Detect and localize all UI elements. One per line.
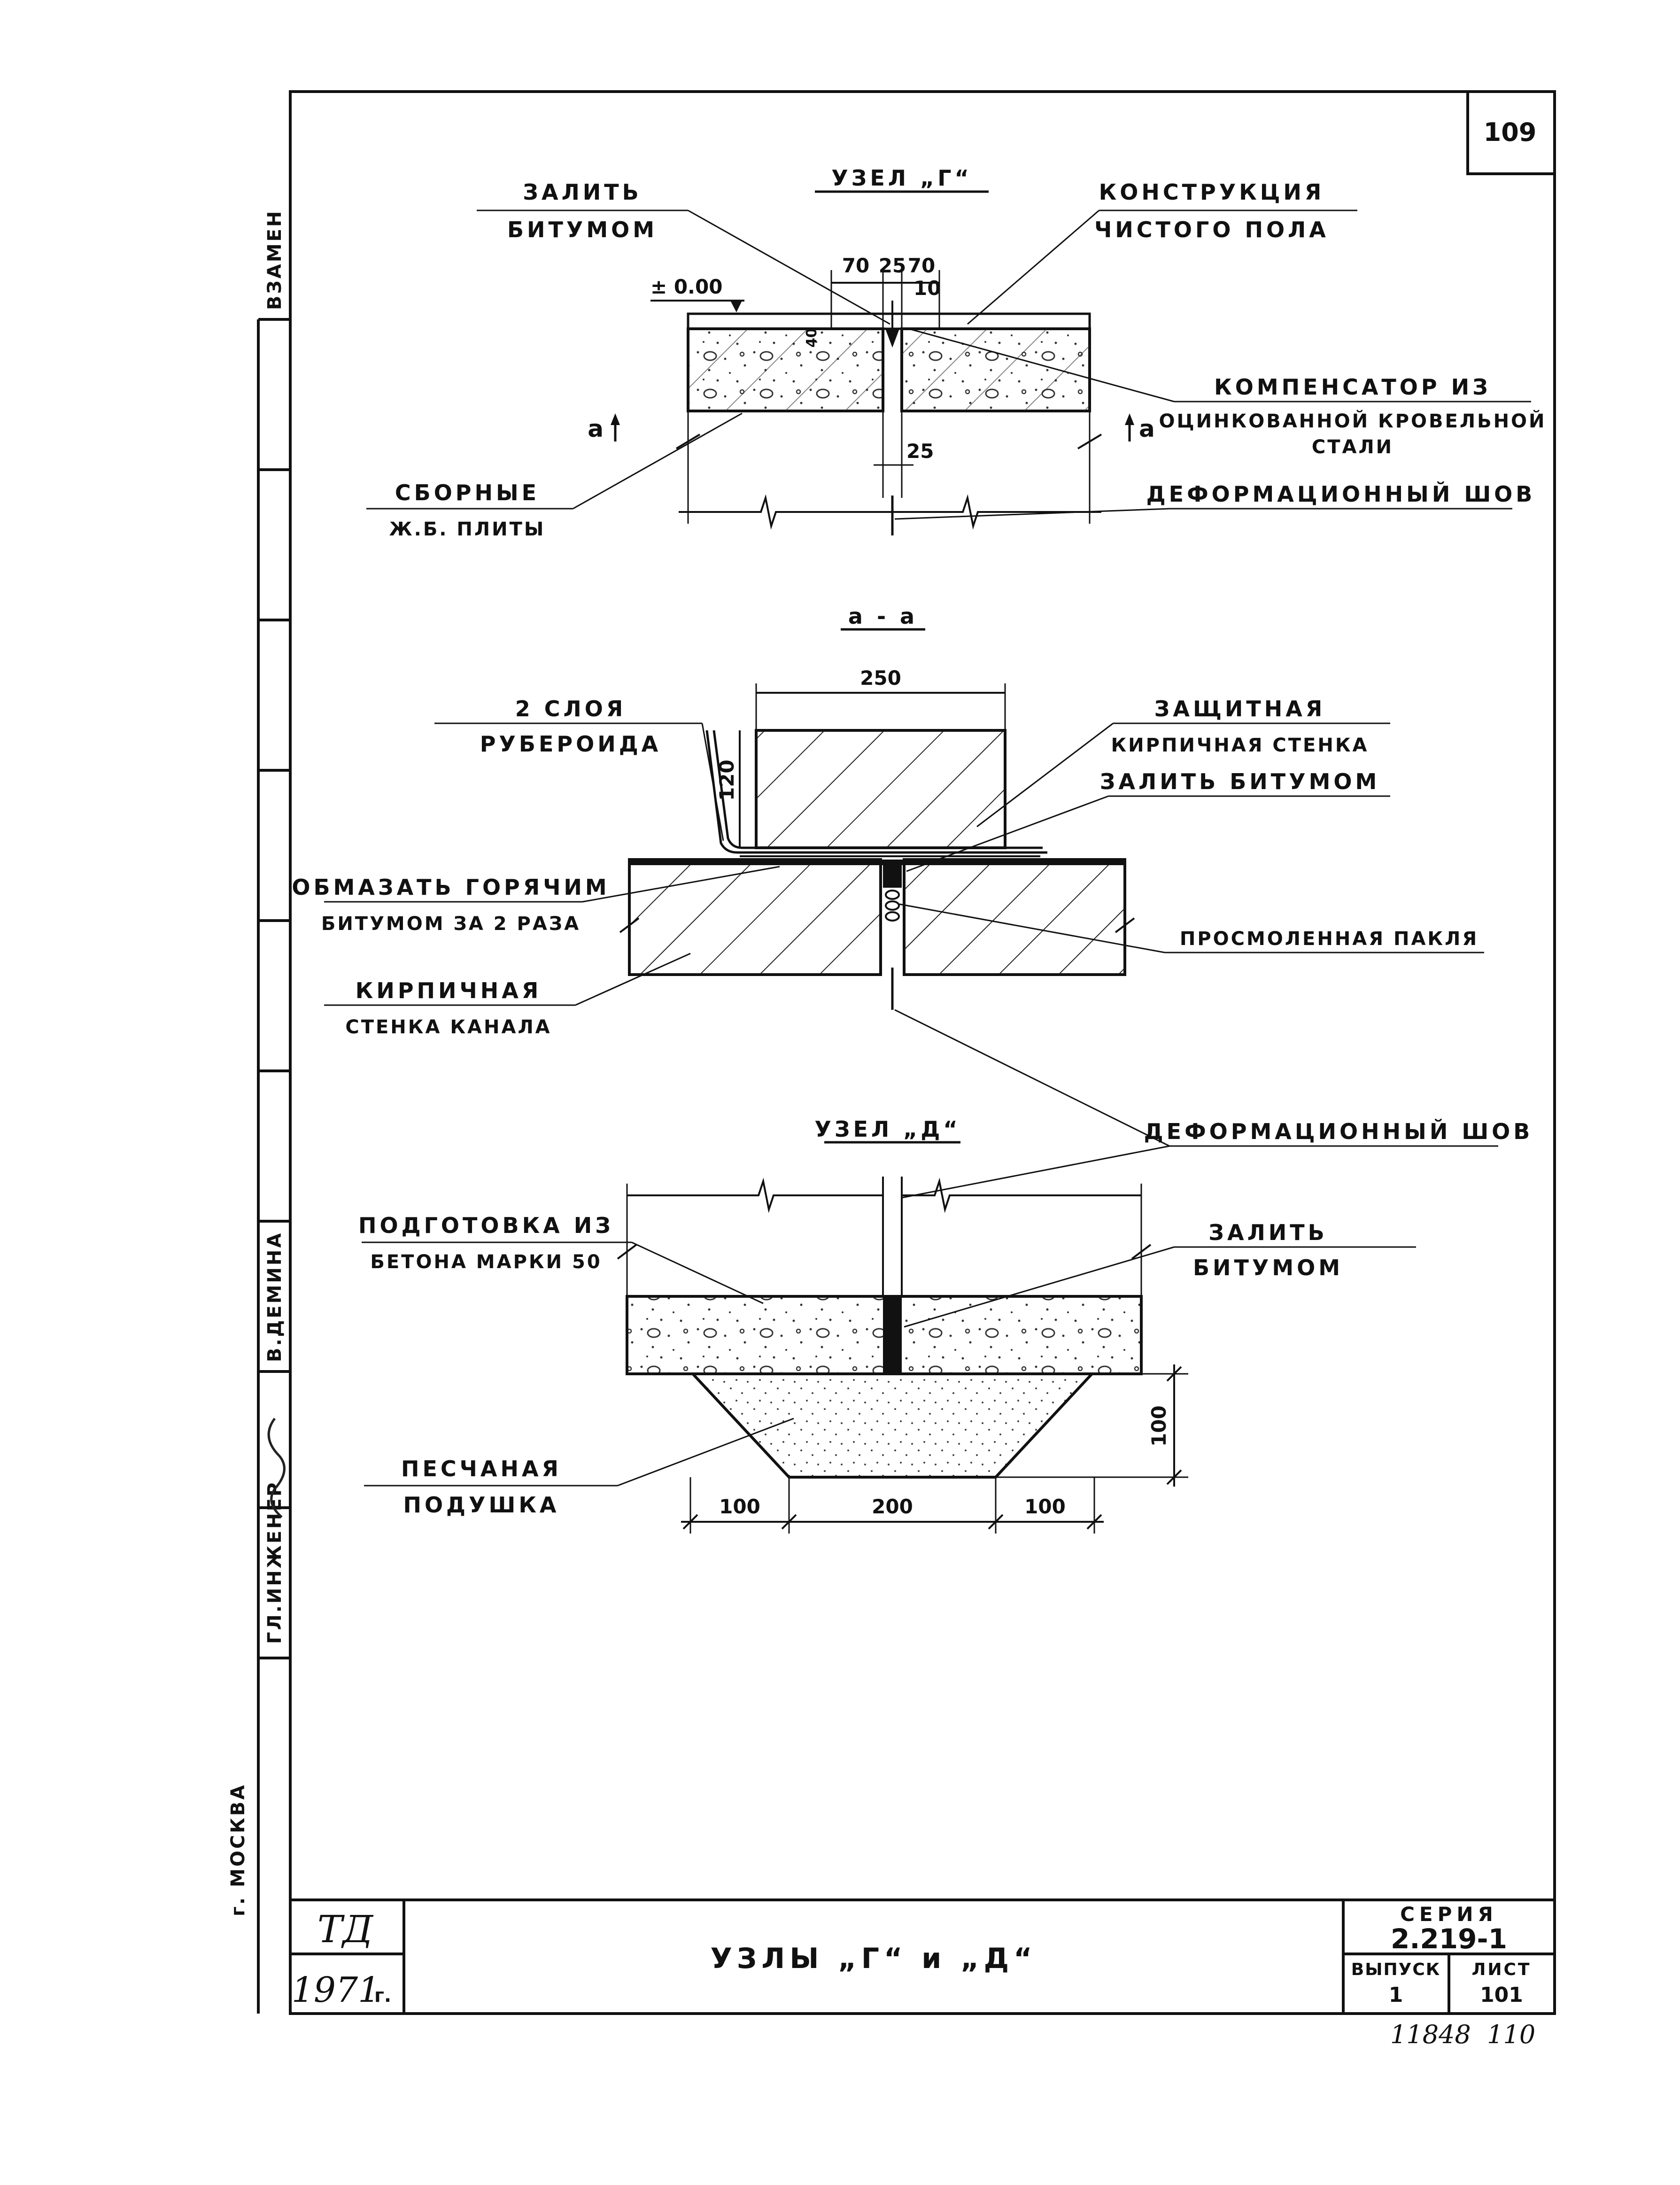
year-suffix: г. — [374, 1985, 391, 2007]
bitumen-fill — [885, 329, 899, 348]
label-comp-2: ОЦИНКОВАННОЙ КРОВЕЛЬНОЙ — [1159, 410, 1546, 432]
node-g: УЗЕЛ „Г“ ± 0.00 70 25 70 10 40 25 — [366, 165, 1546, 540]
label-bitumen: ЗАЛИТЬ БИТУМОМ — [1100, 769, 1380, 794]
side-label-role: ГЛ.ИНЖЕНЕР — [264, 1481, 286, 1644]
dim-70-left: 70 — [842, 254, 869, 277]
dim-40: 40 — [804, 328, 820, 348]
label-coat-2: БИТУМОМ ЗА 2 РАЗА — [321, 913, 581, 935]
label-wall-1: ЗАЩИТНАЯ — [1154, 696, 1326, 721]
resin-tow — [885, 890, 900, 922]
node-d: УЗЕЛ „Д“ 100 200 100 100 — [358, 1116, 1416, 1534]
issue-label: ВЫПУСК — [1351, 1960, 1440, 1979]
section-mark-left: а — [588, 415, 604, 442]
section-mark-right: а — [1139, 415, 1155, 442]
dim-25-bottom: 25 — [906, 440, 934, 463]
label-fill-2: БИТУМОМ — [507, 217, 658, 242]
side-label-city: г. МОСКВА — [227, 1783, 249, 1916]
label-slabs-1: СБОРНЫЕ — [395, 480, 540, 505]
label-wall-2: КИРПИЧНАЯ СТЕНКА — [1111, 735, 1369, 756]
sheet-label: ЛИСТ — [1471, 1960, 1531, 1979]
org-mark: ТД — [317, 1907, 374, 1951]
side-label-replaces: ВЗАМЕН — [264, 209, 286, 310]
label-brick-2: СТЕНКА КАНАЛА — [345, 1016, 551, 1038]
label-slabs-2: Ж.Б. ПЛИТЫ — [389, 519, 546, 540]
protective-brick-wall — [755, 729, 1006, 849]
roofing-layers — [705, 730, 1047, 854]
label-joint-d: ДЕФОРМАЦИОННЫЙ ШОВ — [1144, 1119, 1533, 1144]
label-fill-2-d: БИТУМОМ — [1193, 1255, 1343, 1280]
channel-wall-left — [628, 858, 882, 976]
handwritten-number: 11848 110 — [1390, 2020, 1535, 2049]
dim-70-right: 70 — [908, 254, 935, 277]
dim-10: 10 — [914, 277, 941, 300]
label-roof-1: 2 СЛОЯ — [515, 696, 627, 721]
joint-bitumen-d — [883, 1296, 902, 1374]
label-sand-1: ПЕСЧАНАЯ — [401, 1456, 562, 1481]
joint-bitumen — [883, 860, 902, 888]
sheet-value: 101 — [1480, 1983, 1523, 2007]
label-fill-1: ЗАЛИТЬ — [523, 179, 642, 205]
dim-120: 120 — [715, 759, 738, 801]
node-d-title: УЗЕЛ „Д“ — [814, 1116, 960, 1142]
label-comp-1: КОМПЕНСАТОР ИЗ — [1214, 374, 1491, 400]
issue-value: 1 — [1389, 1983, 1403, 2007]
label-sand-2: ПОДУШКА — [403, 1492, 559, 1518]
dim-100-height: 100 — [1147, 1405, 1170, 1447]
label-fill-1-d: ЗАЛИТЬ — [1208, 1220, 1327, 1245]
year-value: 1971 — [292, 1970, 380, 2010]
label-prep-2: БЕТОНА МАРКИ 50 — [370, 1251, 602, 1273]
label-brick-1: КИРПИЧНАЯ — [356, 978, 542, 1003]
title-block — [290, 1898, 1555, 2014]
label-tow: ПРОСМОЛЕННАЯ ПАКЛЯ — [1180, 928, 1479, 950]
series-label: СЕРИЯ — [1400, 1903, 1498, 1926]
series-value: 2.219-1 — [1391, 1923, 1507, 1955]
dim-250: 250 — [860, 666, 901, 690]
sheet-frame — [257, 90, 1556, 2015]
signature-mark — [267, 1418, 286, 1518]
dim-100-left: 100 — [719, 1495, 760, 1518]
label-joint-g: ДЕФОРМАЦИОННЫЙ ШОВ — [1146, 481, 1536, 507]
page-number: 109 — [1484, 117, 1537, 147]
dim-100-right: 100 — [1024, 1495, 1066, 1518]
sheet-title: УЗЛЫ „Г“ и „Д“ — [711, 1942, 1037, 1975]
section-aa-title: а - а — [848, 604, 918, 629]
channel-wall-right — [903, 858, 1126, 976]
level-mark: ± 0.00 — [650, 275, 722, 298]
sand-cushion — [689, 1372, 1095, 1479]
label-comp-3: СТАЛИ — [1312, 436, 1394, 458]
dim-25-top: 25 — [879, 254, 906, 277]
dim-200: 200 — [872, 1495, 913, 1518]
label-floor-2: ЧИСТОГО ПОЛА — [1094, 217, 1329, 242]
label-prep-1: ПОДГОТОВКА ИЗ — [358, 1213, 614, 1238]
label-roof-2: РУБЕРОИДА — [480, 731, 662, 757]
label-floor-1: КОНСТРУКЦИЯ — [1099, 179, 1325, 205]
node-g-title: УЗЕЛ „Г“ — [831, 165, 972, 191]
section-aa: а - а 250 120 — [292, 604, 1484, 1038]
floor-finish-layer — [687, 312, 1091, 330]
label-coat-1: ОБМАЗАТЬ ГОРЯЧИМ — [292, 875, 610, 900]
side-label-author: В.ДЕМИНА — [264, 1232, 286, 1362]
